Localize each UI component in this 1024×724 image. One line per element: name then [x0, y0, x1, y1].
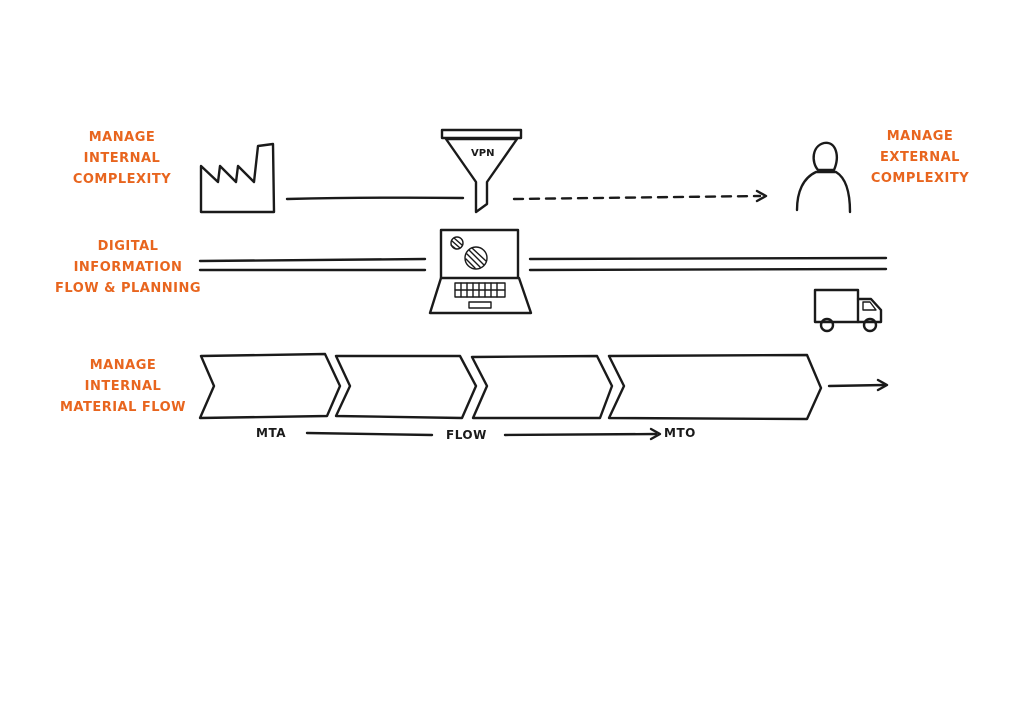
chevron-step-4 [607, 353, 823, 421]
mta-mto-axis [305, 427, 662, 441]
axis-label-mta: MTA [256, 426, 286, 440]
laptop-icon [428, 228, 533, 315]
label-line: MANAGE [886, 129, 954, 144]
chevron-step-2 [334, 354, 478, 420]
dashed-arrow-to-customer [512, 189, 768, 203]
label-line: EXTERNAL [880, 150, 960, 165]
label-line: MANAGE [89, 358, 157, 373]
funnel-text: VPN [471, 148, 494, 159]
label-line: INTERNAL [84, 379, 162, 394]
label-line: DIGITAL [97, 239, 159, 254]
label-line: MANAGE [88, 130, 156, 145]
material-flow-chevrons [198, 352, 823, 421]
funnel-icon: VPN [440, 128, 523, 214]
label-line: COMPLEXITY [72, 172, 172, 187]
label-line: COMPLEXITY [870, 171, 970, 186]
digital-flow-lines [198, 256, 888, 272]
label-manage-external-complexity: MANAGE EXTERNAL COMPLEXITY [860, 126, 980, 189]
label-digital-information-flow: DIGITAL INFORMATION FLOW & PLANNING [48, 236, 208, 299]
axis-label-flow: FLOW [446, 428, 487, 442]
factory-icon [199, 142, 276, 214]
connector-factory-funnel [285, 196, 465, 201]
chevron-step-3 [470, 354, 614, 420]
person-icon [795, 141, 852, 214]
axis-label-mto: MTO [664, 426, 696, 440]
label-line: INTERNAL [83, 151, 161, 166]
truck-icon [813, 288, 883, 333]
label-manage-internal-material-flow: MANAGE INTERNAL MATERIAL FLOW [48, 355, 198, 418]
label-manage-internal-complexity: MANAGE INTERNAL COMPLEXITY [62, 127, 182, 190]
label-line: FLOW & PLANNING [55, 281, 201, 296]
label-line: MATERIAL FLOW [59, 400, 187, 415]
label-line: INFORMATION [73, 260, 183, 275]
chevron-step-1 [198, 352, 342, 420]
material-flow-exit-arrow [827, 378, 889, 392]
